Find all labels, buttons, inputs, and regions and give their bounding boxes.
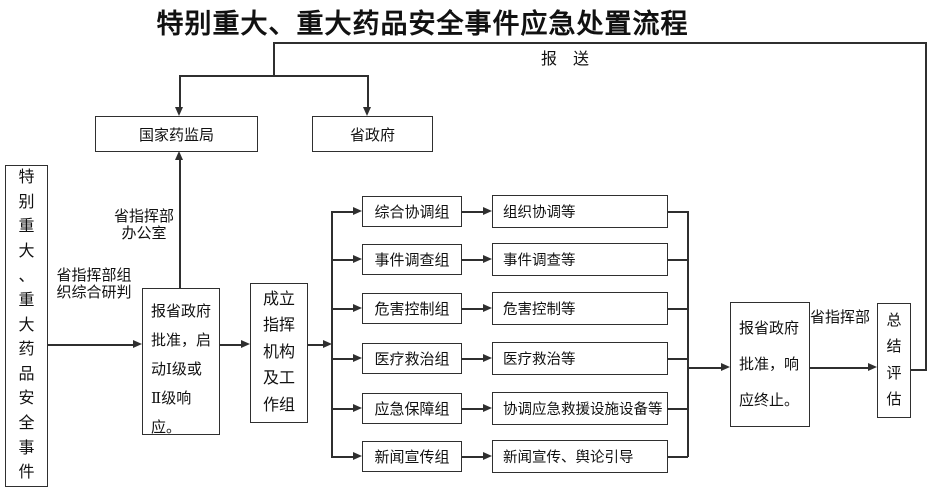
arrow-into-duty (483, 255, 492, 263)
arrow-into-workgroup (353, 354, 362, 362)
arrow-down-provincial-gov (363, 107, 371, 116)
connector-row-mid (462, 408, 484, 410)
connector-row-stub-right (668, 408, 688, 410)
connector-row-stub-left (331, 456, 354, 458)
connector-row-stub-right (668, 456, 688, 458)
connector-row-stub-left (331, 358, 354, 360)
connector-event-to-approve (48, 344, 134, 346)
duty-box: 事件调查等 (492, 243, 668, 276)
arrow-into-duty (483, 207, 492, 215)
duty-box: 医疗救治等 (492, 342, 668, 375)
arrow-into-workgroup (353, 255, 362, 263)
box-setup-command: 成立 指挥 机构 及工 作组 (250, 283, 308, 423)
duty-box: 组织协调等 (492, 195, 668, 228)
report-label: 报 送 (540, 51, 589, 68)
connector-setup-to-distribution (308, 344, 324, 346)
commander-label: 省指挥部 (809, 310, 870, 326)
arrow-into-duty (483, 304, 492, 312)
arrow-into-duty (483, 354, 492, 362)
arrow-into-workgroup (353, 207, 362, 215)
connector-row-mid (462, 211, 484, 213)
connector-report-top-line (273, 42, 926, 44)
page-title: 特别重大、重大药品安全事件应急处置流程 (156, 9, 689, 39)
box-event: 特 别 重 大 、 重 大 药 品 安 全 事 件 (5, 165, 48, 487)
research-label: 省指挥部组 织综合研判 (56, 268, 132, 301)
connector-approve-to-setup (220, 344, 242, 346)
connector-row-stub-left (331, 211, 354, 213)
connector-row-mid (462, 308, 484, 310)
arrow-into-workgroup (353, 452, 362, 460)
connector-row-stub-right (668, 211, 688, 213)
office-label: 省指挥部 办公室 (113, 209, 174, 242)
connector-to-provincial-gov (367, 75, 369, 109)
workgroup-box: 事件调查组 (362, 244, 462, 275)
connector-row-stub-left (331, 259, 354, 261)
connector-row-stub-left (331, 408, 354, 410)
arrow-into-setup-box (241, 340, 250, 348)
box-approve-start: 报省政府 批准，启 动Ⅰ级或 Ⅱ级响 应。 (142, 288, 220, 436)
workgroup-box: 综合协调组 (362, 196, 462, 227)
arrow-into-duty (483, 452, 492, 460)
workgroup-box: 医疗救治组 (362, 343, 462, 374)
connector-collector-rail (687, 211, 689, 457)
connector-summary-to-report-line (911, 369, 927, 371)
connector-row-stub-left (331, 308, 354, 310)
connector-row-mid (462, 358, 484, 360)
arrow-into-duty (483, 404, 492, 412)
box-provincial-government: 省政府 (312, 116, 433, 152)
arrow-into-end-box (721, 363, 730, 371)
duty-box: 协调应急救援设施设备等 (492, 392, 668, 425)
connector-end-to-summary (810, 367, 869, 369)
arrow-into-summary-box (868, 363, 877, 371)
connector-report-feed-line (273, 42, 275, 76)
arrow-into-approve-box (133, 340, 142, 348)
connector-splitter-line (180, 75, 369, 77)
box-national-bureau: 国家药监局 (95, 116, 258, 152)
arrow-into-distribution (323, 340, 332, 348)
connector-to-national-bureau (179, 75, 181, 109)
connector-report-right-line (925, 42, 927, 370)
arrow-up-national-bureau (175, 151, 183, 160)
arrow-into-workgroup (353, 404, 362, 412)
connector-distribution-rail (331, 211, 333, 457)
duty-box: 新闻宣传、舆论引导 (492, 440, 668, 473)
connector-row-mid (462, 259, 484, 261)
workgroup-box: 危害控制组 (362, 293, 462, 324)
box-approve-end: 报省政府 批准，响 应终止。 (730, 302, 810, 427)
box-summary-evaluation: 总 结 评 估 (877, 303, 911, 418)
connector-office-report-line (179, 158, 181, 288)
connector-row-stub-right (668, 259, 688, 261)
workgroup-box: 应急保障组 (362, 393, 462, 424)
arrow-into-workgroup (353, 304, 362, 312)
connector-row-stub-right (668, 358, 688, 360)
workgroup-box: 新闻宣传组 (362, 441, 462, 472)
duty-box: 危害控制等 (492, 292, 668, 325)
connector-row-stub-right (668, 308, 688, 310)
connector-row-mid (462, 456, 484, 458)
connector-collector-to-end (688, 367, 722, 369)
arrow-down-national-bureau (175, 107, 183, 116)
